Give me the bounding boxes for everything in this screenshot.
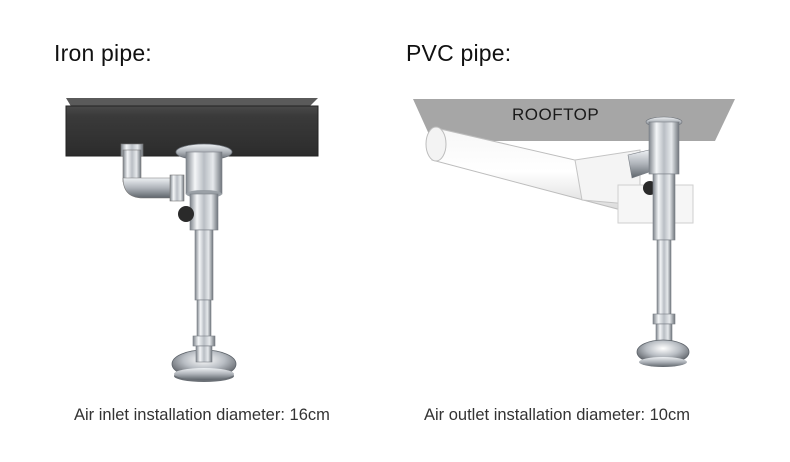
iron-pipe-title: Iron pipe: bbox=[54, 40, 152, 66]
pvc-flange-valve bbox=[627, 116, 690, 367]
pvc-pipe-title: PVC pipe: bbox=[406, 40, 512, 66]
air-inlet-elbow bbox=[120, 143, 185, 202]
iron-flange-valve bbox=[171, 143, 237, 382]
air-outlet-caption: Air outlet installation diameter: 10cm bbox=[424, 406, 690, 424]
rooftop-label: ROOFTOP bbox=[512, 105, 600, 124]
air-inlet-caption: Air inlet installation diameter: 16cm bbox=[74, 406, 330, 424]
pvc-pipe bbox=[425, 126, 694, 224]
